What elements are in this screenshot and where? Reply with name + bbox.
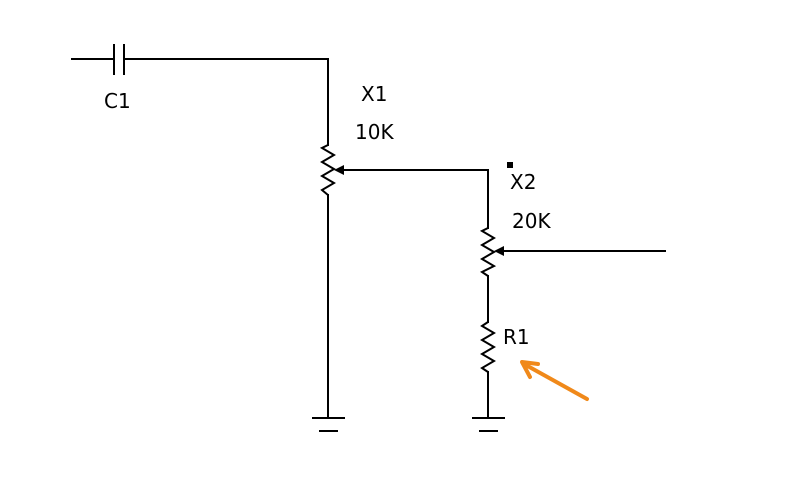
r1-resistor-zigzag xyxy=(480,321,496,373)
c1-label: C1 xyxy=(104,89,131,113)
x2-label: X2 xyxy=(510,170,536,194)
x1-resistor-zigzag xyxy=(319,144,336,196)
ground-symbol-left xyxy=(312,417,345,432)
potentiometer-x2[interactable] xyxy=(479,227,666,277)
ground-symbol-right xyxy=(472,417,505,432)
x1-label: X1 xyxy=(361,82,387,106)
capacitor-c1[interactable] xyxy=(71,44,329,75)
highlight-arrow-icon xyxy=(520,360,589,401)
resistor-r1[interactable] xyxy=(480,321,496,373)
x2-value: 20K xyxy=(512,209,551,233)
r1-label: R1 xyxy=(503,325,530,349)
x2-wiper-arrowhead xyxy=(494,246,504,256)
potentiometer-x1[interactable] xyxy=(319,144,489,196)
x1-wiper-arrowhead xyxy=(334,165,344,175)
x2-resistor-zigzag xyxy=(479,227,497,277)
x2-junction-marker xyxy=(507,162,513,168)
x1-value: 10K xyxy=(355,120,394,144)
